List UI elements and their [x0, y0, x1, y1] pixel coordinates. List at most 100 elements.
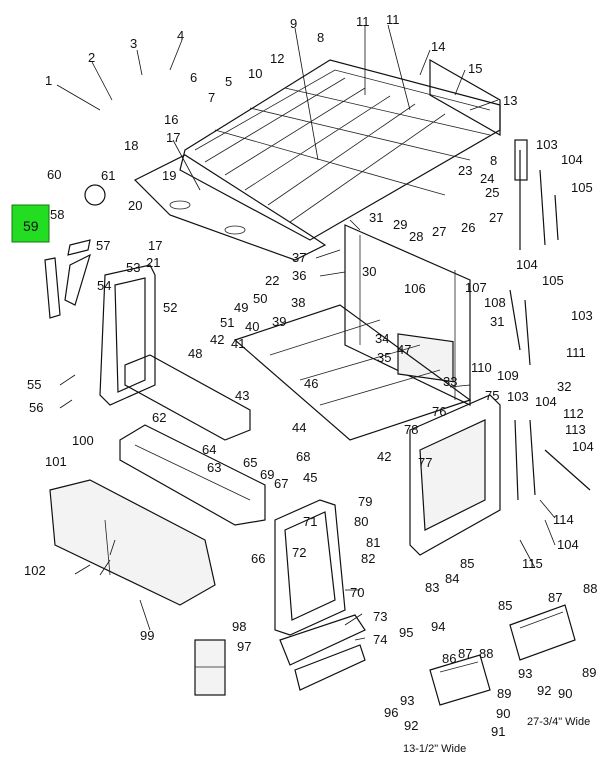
- callout-105a: 105: [571, 180, 593, 195]
- step-trim: [279, 614, 366, 691]
- callout-50: 50: [253, 291, 267, 306]
- callout-7: 7: [208, 90, 215, 105]
- callout-23: 23: [458, 163, 472, 178]
- callout-63: 63: [207, 460, 221, 475]
- callout-113: 113: [565, 422, 586, 437]
- dash-panel: [124, 354, 251, 441]
- callout-93a: 93: [400, 693, 414, 708]
- callout-109: 109: [497, 368, 519, 383]
- highlighted-part-badge[interactable]: 59: [11, 204, 50, 243]
- callout-112: 112: [563, 406, 584, 421]
- callout-81: 81: [366, 535, 380, 550]
- lower-cowl: [119, 424, 266, 526]
- callout-45: 45: [303, 470, 317, 485]
- callout-85a: 85: [460, 556, 474, 571]
- door-opening-frame: [274, 499, 346, 636]
- callout-67: 67: [274, 476, 288, 491]
- callout-44: 44: [292, 420, 306, 435]
- callout-101: 101: [45, 454, 67, 469]
- windshield: [49, 479, 216, 606]
- callout-92a: 92: [404, 718, 418, 733]
- callout-26: 26: [461, 220, 475, 235]
- callout-64: 64: [202, 442, 216, 457]
- callout-87a: 87: [458, 646, 472, 661]
- floor-panel: [233, 304, 472, 441]
- callout-71: 71: [303, 514, 317, 529]
- callout-99: 99: [140, 628, 154, 643]
- left-door-frame: [99, 264, 156, 406]
- callout-58: 58: [50, 207, 64, 222]
- callout-100: 100: [72, 433, 94, 448]
- callout-43: 43: [235, 388, 249, 403]
- callout-14: 14: [431, 39, 445, 54]
- callout-1: 1: [45, 73, 52, 88]
- callout-30: 30: [362, 264, 376, 279]
- callout-88b: 88: [583, 581, 597, 596]
- callout-42a: 42: [210, 332, 224, 347]
- callout-88a: 88: [479, 646, 493, 661]
- back-wall: [344, 224, 471, 406]
- callout-89a: 89: [497, 686, 511, 701]
- wide-width-note: 27-3/4" Wide: [527, 716, 590, 728]
- callout-76: 76: [432, 404, 446, 419]
- callout-41: 41: [231, 336, 245, 351]
- highlighted-part-label: 59: [23, 218, 39, 234]
- callout-17a: 17: [166, 130, 180, 145]
- callout-52: 52: [163, 300, 177, 315]
- callout-104e: 104: [557, 537, 579, 552]
- callout-97: 97: [237, 639, 251, 654]
- callout-31a: 31: [369, 210, 383, 225]
- callout-49: 49: [234, 300, 248, 315]
- rear-tray-narrow: [429, 654, 491, 706]
- callout-92b: 92: [537, 683, 551, 698]
- callout-22: 22: [265, 273, 279, 288]
- callout-103a: 103: [536, 137, 558, 152]
- callout-57: 57: [96, 238, 110, 253]
- callout-80: 80: [354, 514, 368, 529]
- callout-19: 19: [162, 168, 176, 183]
- callout-105b: 105: [542, 273, 564, 288]
- callout-87b: 87: [548, 590, 562, 605]
- callout-11a: 11: [356, 14, 370, 29]
- callout-47: 47: [397, 342, 411, 357]
- callout-86: 86: [442, 651, 456, 666]
- callout-102: 102: [24, 563, 46, 578]
- callout-17b: 17: [148, 238, 162, 253]
- callout-39: 39: [272, 314, 286, 329]
- callout-12: 12: [270, 51, 284, 66]
- callout-74: 74: [373, 632, 387, 647]
- callout-73: 73: [373, 609, 387, 624]
- callout-106: 106: [404, 281, 426, 296]
- callout-5: 5: [225, 74, 232, 89]
- callout-2: 2: [88, 50, 95, 65]
- callout-104c: 104: [535, 394, 557, 409]
- callout-9: 9: [290, 16, 297, 31]
- callout-62: 62: [152, 410, 166, 425]
- callout-35: 35: [377, 350, 391, 365]
- callout-68: 68: [296, 449, 310, 464]
- callout-42b: 42: [377, 449, 391, 464]
- callout-48: 48: [188, 346, 202, 361]
- callout-114: 114: [553, 512, 574, 527]
- callout-104b: 104: [516, 257, 538, 272]
- callout-90a: 90: [496, 706, 510, 721]
- left-hardware: [44, 184, 106, 319]
- callout-53: 53: [126, 260, 140, 275]
- callout-36: 36: [292, 268, 306, 283]
- callout-84: 84: [445, 571, 459, 586]
- callout-104a: 104: [561, 152, 583, 167]
- callout-69: 69: [260, 467, 274, 482]
- callout-77: 77: [418, 455, 432, 470]
- right-door: [409, 394, 501, 556]
- callout-56: 56: [29, 400, 43, 415]
- leader-lines: [56, 24, 556, 641]
- callout-90b: 90: [558, 686, 572, 701]
- callout-40: 40: [245, 319, 259, 334]
- callout-28: 28: [409, 229, 423, 244]
- callout-96: 96: [384, 705, 398, 720]
- callout-29: 29: [393, 217, 407, 232]
- callout-78: 78: [404, 422, 418, 437]
- small-window: [194, 639, 226, 696]
- rear-tray-wide: [509, 604, 576, 661]
- callout-51: 51: [220, 315, 234, 330]
